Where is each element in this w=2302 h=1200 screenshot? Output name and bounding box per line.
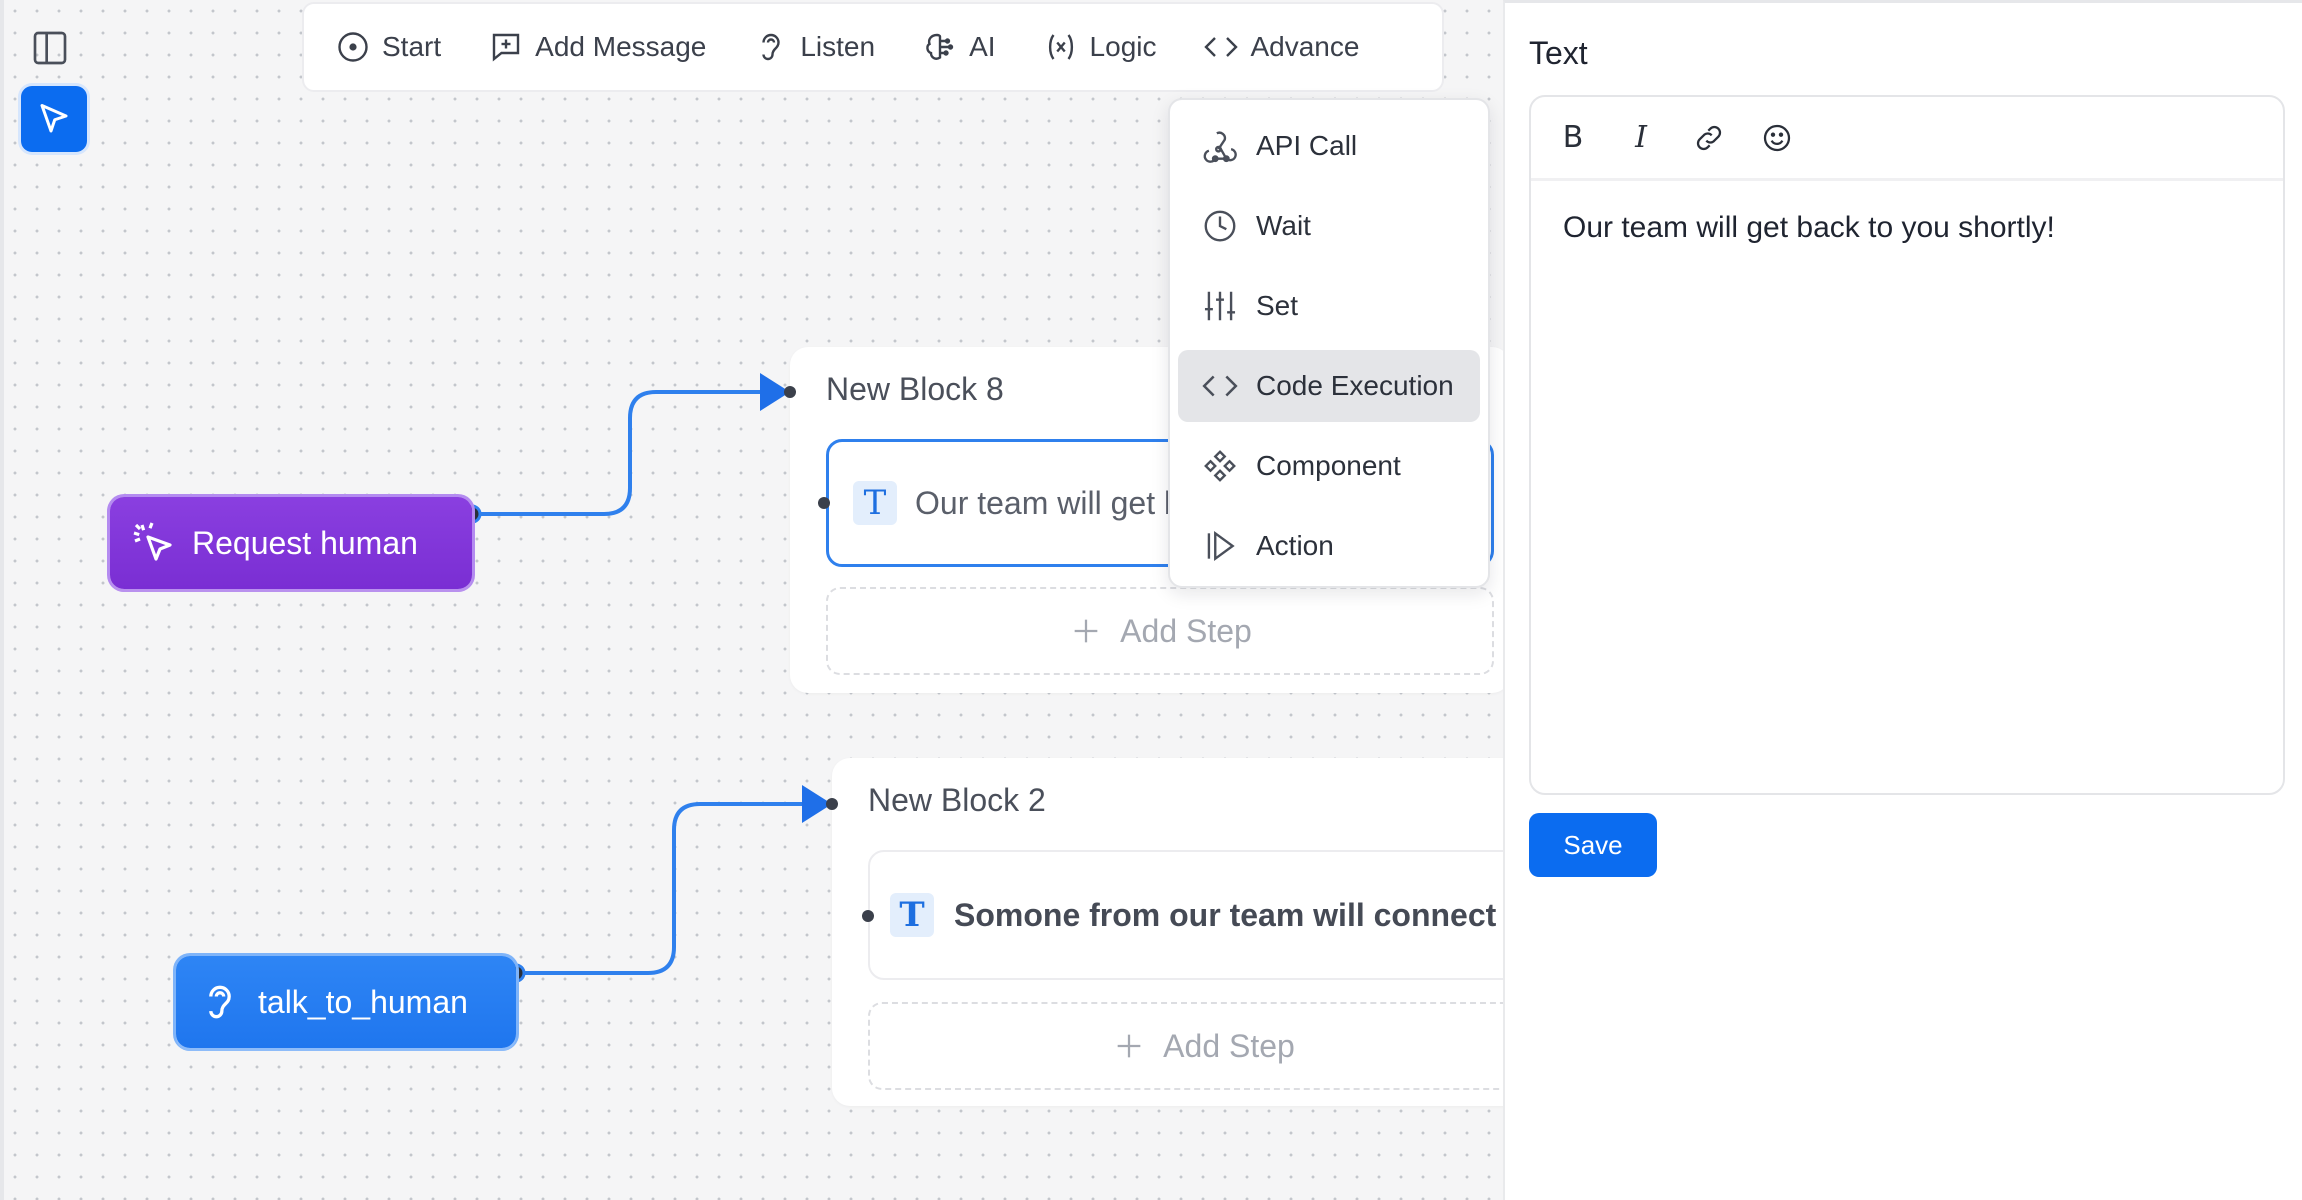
toolbar-start-label: Start: [382, 31, 442, 62]
menu-item-label: Code Execution: [1256, 370, 1454, 401]
add-step-label: Add Step: [1163, 1027, 1295, 1064]
trigger-label: talk_to_human: [258, 983, 468, 1020]
step-in-port[interactable]: [818, 497, 830, 509]
menu-item-component[interactable]: Component: [1178, 430, 1480, 502]
text-type-icon: T: [853, 481, 897, 525]
toolbar-advance-label: Advance: [1250, 31, 1360, 62]
pointer-icon: [40, 104, 68, 133]
advance-dropdown-menu: API Call Wait Set Code Execution Compone…: [1168, 98, 1490, 588]
brain-icon: [921, 28, 959, 66]
plus-icon: [1068, 613, 1104, 649]
code-icon: [1202, 28, 1240, 66]
toolbar-ai-label: AI: [969, 31, 996, 62]
trigger-node-request-human[interactable]: Request human: [110, 497, 472, 589]
panel-title: Text: [1529, 35, 1588, 71]
block-title: New Block 8: [826, 371, 1004, 407]
menu-item-wait[interactable]: Wait: [1178, 190, 1480, 262]
toolbar-listen[interactable]: Listen: [752, 17, 875, 77]
editor-text-area[interactable]: Our team will get back to you shortly!: [1563, 211, 2055, 244]
menu-item-label: Component: [1256, 450, 1401, 481]
link-icon[interactable]: [1689, 118, 1729, 158]
variable-icon: [1042, 28, 1080, 66]
toolbar-listen-label: Listen: [800, 31, 876, 62]
menu-item-label: Action: [1256, 530, 1334, 561]
block-in-port[interactable]: [826, 798, 838, 810]
italic-button[interactable]: I: [1635, 120, 1647, 155]
top-toolbar: Start Add Message Listen AI Logic Advanc…: [302, 2, 1444, 92]
sliders-icon: [1200, 286, 1240, 326]
menu-item-set[interactable]: Set: [1178, 270, 1480, 342]
clock-icon: [1200, 206, 1240, 246]
toolbar-start[interactable]: Start: [334, 17, 441, 77]
add-step-button[interactable]: Add Step: [868, 1002, 1503, 1090]
flow-canvas[interactable]: Start Add Message Listen AI Logic Advanc…: [0, 0, 1503, 1200]
flow-block-2[interactable]: New Block 2 T Somone from our team will …: [826, 758, 1503, 1106]
block-in-port[interactable]: [784, 386, 796, 398]
emoji-icon[interactable]: [1757, 118, 1797, 158]
menu-item-code-execution[interactable]: Code Execution: [1178, 350, 1480, 422]
editor-toolbar: B I: [1531, 97, 2283, 181]
toolbar-logic-label: Logic: [1089, 31, 1157, 62]
menu-item-action[interactable]: Action: [1178, 510, 1480, 582]
connection-request-to-block-8: [472, 390, 766, 516]
code-icon: [1200, 366, 1240, 406]
block-title: New Block 2: [868, 782, 1046, 818]
rich-text-editor: B I Our team will get back to you shortl…: [1529, 95, 2285, 795]
toolbar-ai[interactable]: AI: [921, 17, 996, 77]
menu-item-label: Wait: [1256, 210, 1311, 241]
action-icon: [1200, 526, 1240, 566]
toolbar-add-message[interactable]: Add Message: [487, 17, 706, 77]
ear-icon: [196, 978, 244, 1026]
plus-icon: [1111, 1028, 1147, 1064]
menu-item-label: Set: [1256, 290, 1299, 321]
select-pointer-tool[interactable]: [21, 86, 87, 152]
text-editor-panel: Text B I Our team will get back to you s…: [1503, 0, 2302, 1200]
webhook-icon: [1200, 126, 1240, 166]
bold-button[interactable]: B: [1562, 120, 1584, 155]
ear-icon: [752, 28, 790, 66]
add-step-button[interactable]: Add Step: [826, 587, 1494, 675]
sidebar-toggle-icon[interactable]: [28, 26, 72, 70]
start-circle-icon: [334, 28, 372, 66]
toolbar-logic[interactable]: Logic: [1042, 17, 1157, 77]
text-type-icon: T: [890, 893, 934, 937]
step-text: Somone from our team will connect with y…: [954, 896, 1503, 933]
add-step-label: Add Step: [1120, 612, 1252, 649]
save-button[interactable]: Save: [1529, 813, 1657, 877]
pointer-click-icon: [130, 519, 178, 567]
toolbar-add-message-label: Add Message: [535, 31, 707, 62]
connection-talk-to-block-2: [516, 802, 808, 975]
toolbar-advance[interactable]: Advance: [1202, 17, 1359, 77]
menu-item-api-call[interactable]: API Call: [1178, 110, 1480, 182]
trigger-node-talk-to-human[interactable]: talk_to_human: [176, 956, 516, 1048]
trigger-label: Request human: [192, 524, 418, 561]
add-message-icon: [487, 28, 525, 66]
component-icon: [1200, 446, 1240, 486]
step-in-port[interactable]: [862, 910, 874, 922]
text-step[interactable]: T Somone from our team will connect with…: [868, 850, 1503, 980]
menu-item-label: API Call: [1256, 130, 1358, 161]
